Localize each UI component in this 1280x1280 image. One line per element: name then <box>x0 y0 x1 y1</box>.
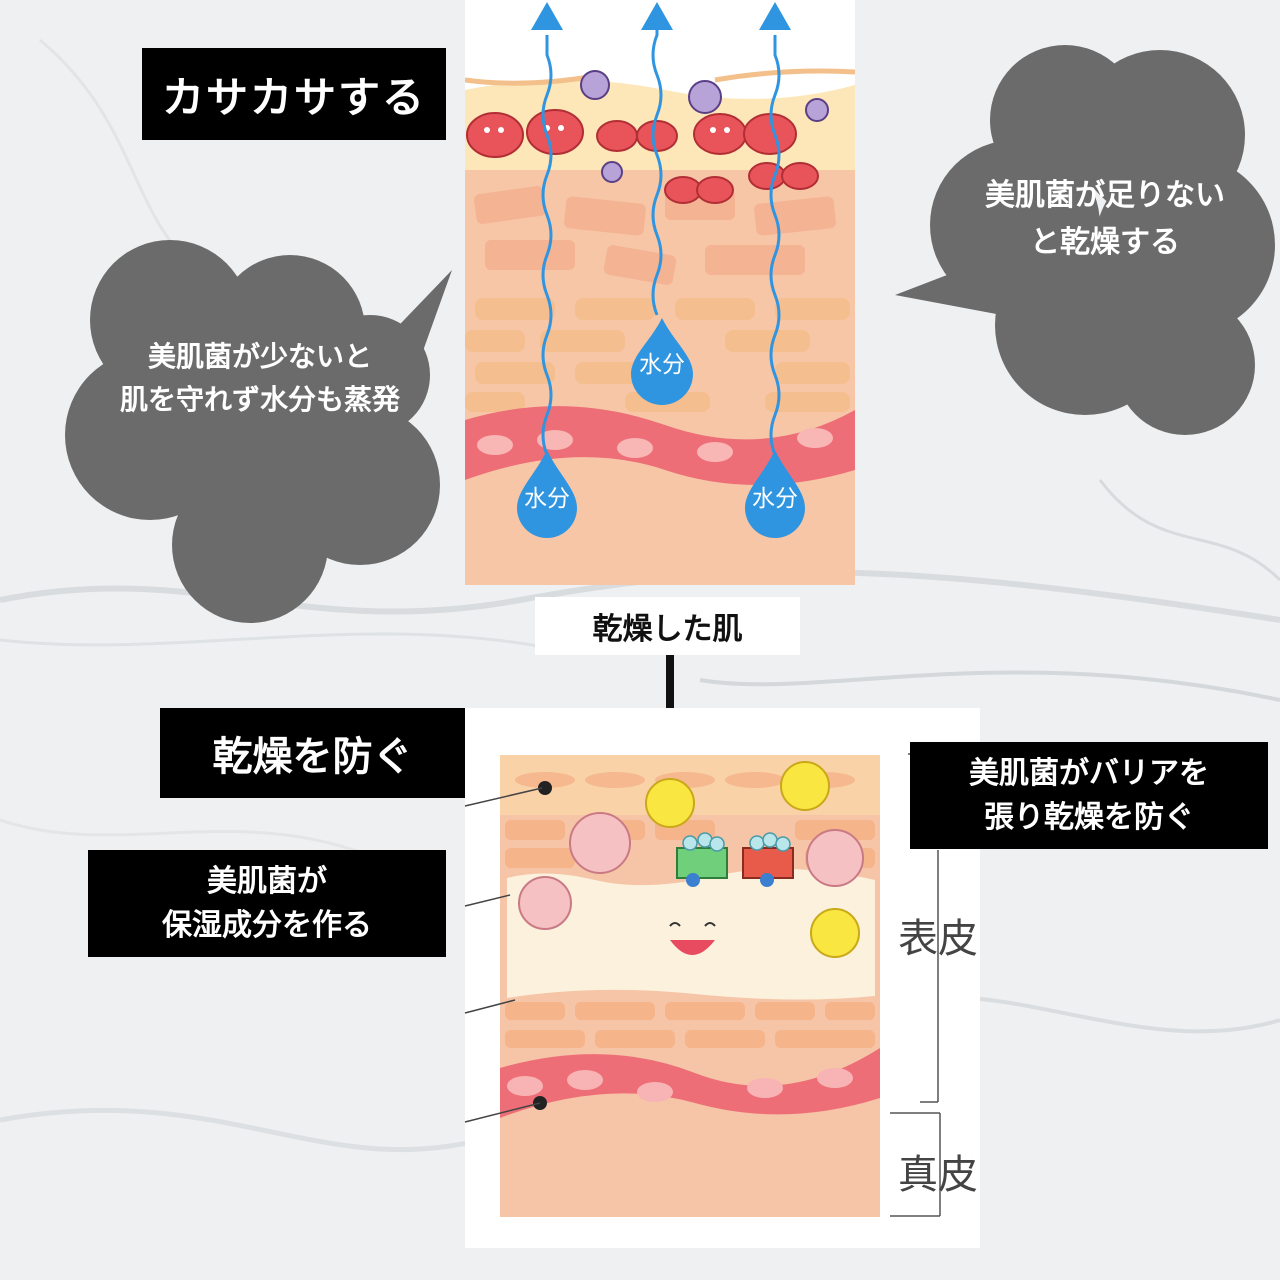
right-bubble-text: 美肌菌が足りない と乾燥する <box>985 178 1225 260</box>
beneficial-microbe-icons <box>518 761 864 958</box>
water-drop-icon: 水分 <box>631 318 693 405</box>
epidermis-label: 表皮 <box>898 916 978 962</box>
germ-icons <box>580 70 829 183</box>
dermis-label: 真皮 <box>898 1152 978 1198</box>
water-drop-icon: 水分 <box>745 450 805 538</box>
dry-skin-heading: カサカサする <box>142 48 446 140</box>
barrier-note: 美肌菌がバリアを 張り乾燥を防ぐ <box>910 742 1268 849</box>
right-speech-bubble <box>895 45 1275 435</box>
prevent-dryness-heading: 乾燥を防ぐ <box>160 708 465 798</box>
dry-skin-caption: 乾燥した肌 <box>535 597 800 655</box>
svg-text:水分: 水分 <box>524 486 570 512</box>
healthy-skin-illustration <box>465 708 980 1248</box>
water-drop-icon: 水分 <box>517 450 577 538</box>
pointer-lines <box>464 787 543 1123</box>
layer-brackets <box>890 753 941 1217</box>
evaporation-arrows <box>541 25 781 456</box>
moisture-note: 美肌菌が 保湿成分を作る <box>88 850 446 957</box>
svg-text:水分: 水分 <box>639 352 685 378</box>
left-bubble-text: 美肌菌が少ないと 肌を守れず水分も蒸発 <box>119 340 400 417</box>
svg-text:水分: 水分 <box>752 486 798 512</box>
dry-skin-illustration: 水分 水分 水分 <box>465 0 855 585</box>
left-speech-bubble <box>65 240 452 623</box>
